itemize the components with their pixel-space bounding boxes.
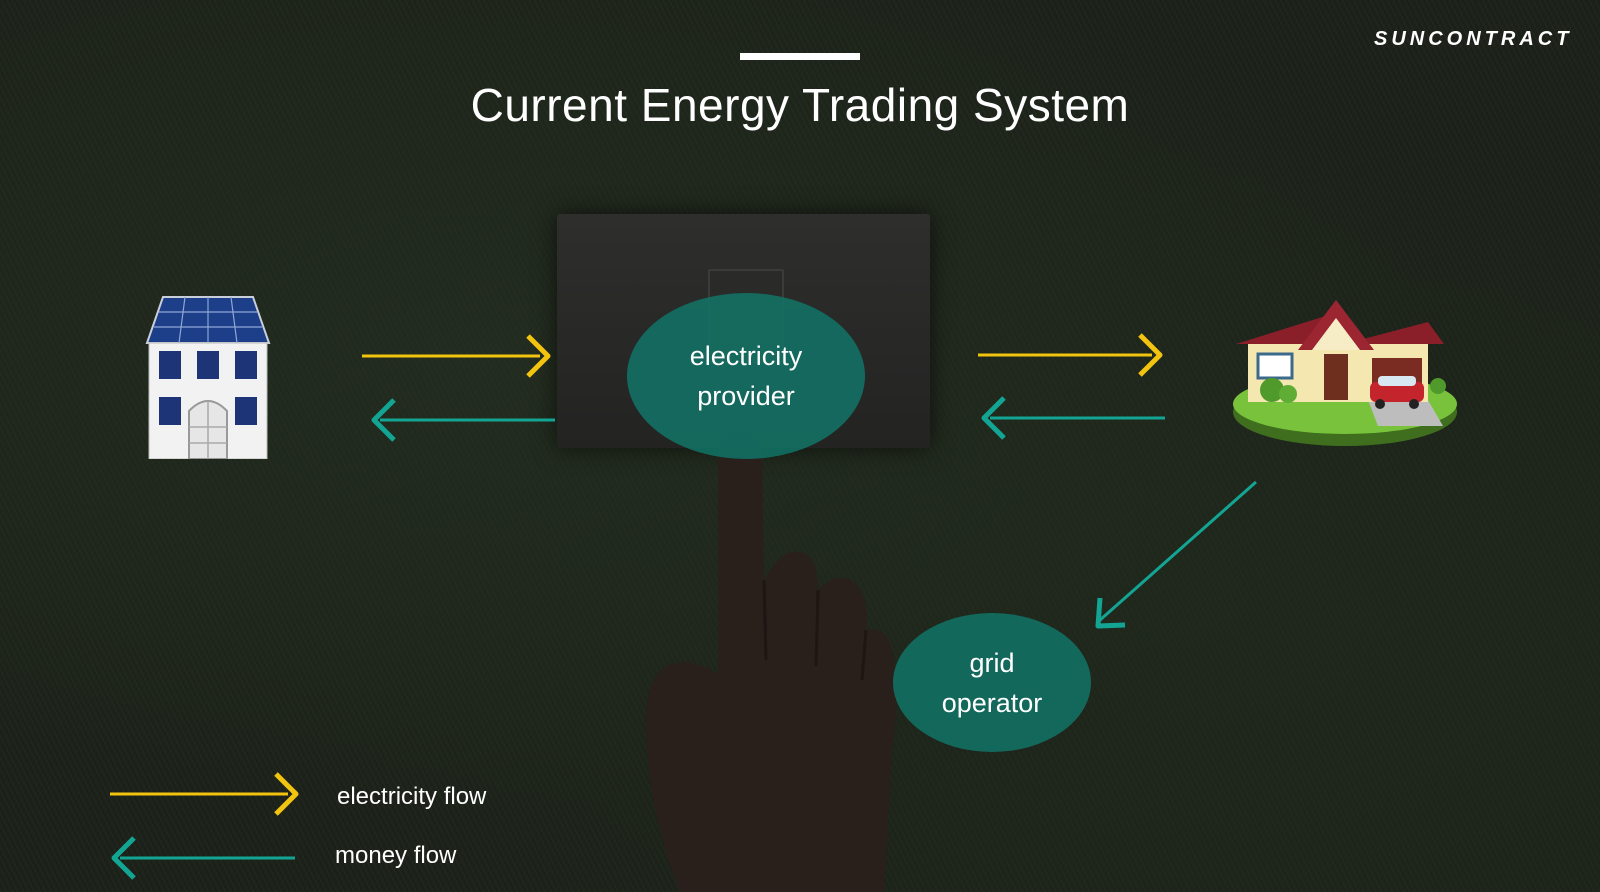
legend-electricity-arrow bbox=[110, 772, 299, 816]
legend-money-label: money flow bbox=[335, 842, 457, 869]
money-arrow-consumer-to-provider bbox=[981, 396, 1165, 440]
pointing-hand-icon bbox=[645, 432, 897, 892]
electricity-provider-node: electricity provider bbox=[627, 293, 865, 459]
legend-electricity-label: electricity flow bbox=[337, 783, 487, 810]
money-arrow-provider-to-producer bbox=[371, 398, 555, 442]
grid-operator-node: grid operator bbox=[893, 613, 1091, 752]
electricity-arrow-provider-to-consumer bbox=[978, 333, 1163, 377]
legend-money-arrow bbox=[111, 836, 295, 880]
grid-label-line2: operator bbox=[941, 687, 1043, 718]
provider-label-line2: provider bbox=[697, 381, 795, 411]
page-title: Current Energy Trading System bbox=[470, 79, 1130, 131]
money-arrow-consumer-to-grid bbox=[1095, 480, 1257, 629]
grid-label-line1: grid bbox=[969, 647, 1015, 678]
house-with-car-icon bbox=[1233, 300, 1457, 446]
electricity-arrow-producer-to-provider bbox=[362, 334, 551, 378]
solar-panel-building-icon bbox=[145, 296, 271, 459]
provider-label-line1: electricity bbox=[689, 341, 803, 371]
brand-logo: SUNCONTRACT bbox=[1374, 28, 1573, 50]
title-accent-bar bbox=[740, 53, 860, 60]
